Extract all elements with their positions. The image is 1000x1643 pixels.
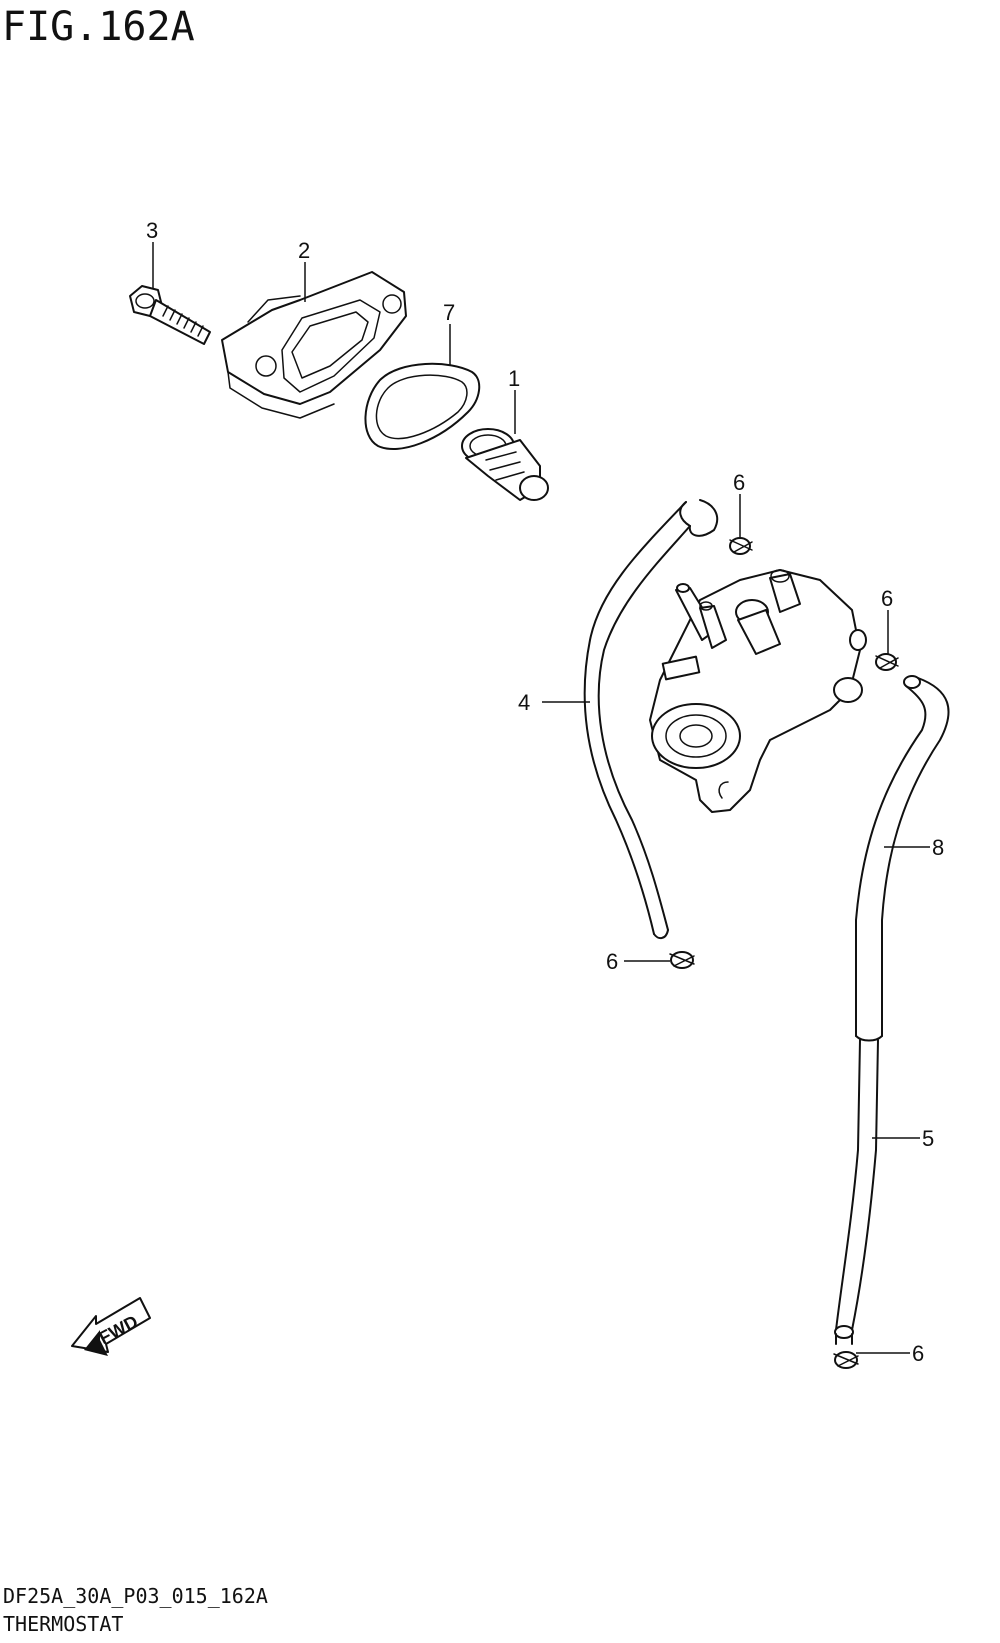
callout-8: 8 — [932, 835, 944, 860]
callout-2: 2 — [298, 238, 310, 263]
part-thermostat — [461, 428, 549, 501]
clip-6b — [875, 653, 899, 671]
part-hose-4 — [583, 499, 719, 940]
clip-6c — [669, 951, 695, 969]
callout-5: 5 — [922, 1126, 934, 1151]
part-hose-5 — [834, 1039, 879, 1345]
section-name: THERMOSTAT — [3, 1612, 123, 1636]
callout-4: 4 — [518, 690, 530, 715]
clip-6d — [833, 1351, 859, 1369]
model-code: DF25A_30A_P03_015_162A — [3, 1584, 268, 1608]
part-bolt — [129, 285, 211, 345]
figure-title: FIG.162A — [2, 4, 195, 50]
part-thermostat-cover — [221, 271, 407, 419]
callout-3: 3 — [146, 218, 158, 243]
callout-7: 7 — [443, 300, 455, 325]
clip-6a — [729, 537, 753, 555]
thermostat-housing — [649, 569, 867, 813]
part-o-ring — [364, 362, 481, 450]
part-hose-8 — [855, 675, 950, 1042]
callout-6c: 6 — [606, 949, 618, 974]
callout-6b: 6 — [881, 586, 893, 611]
fwd-arrow-icon: FWD — [71, 1297, 151, 1356]
callout-6a: 6 — [733, 470, 745, 495]
callout-1: 1 — [508, 366, 520, 391]
callout-6d: 6 — [912, 1341, 924, 1366]
